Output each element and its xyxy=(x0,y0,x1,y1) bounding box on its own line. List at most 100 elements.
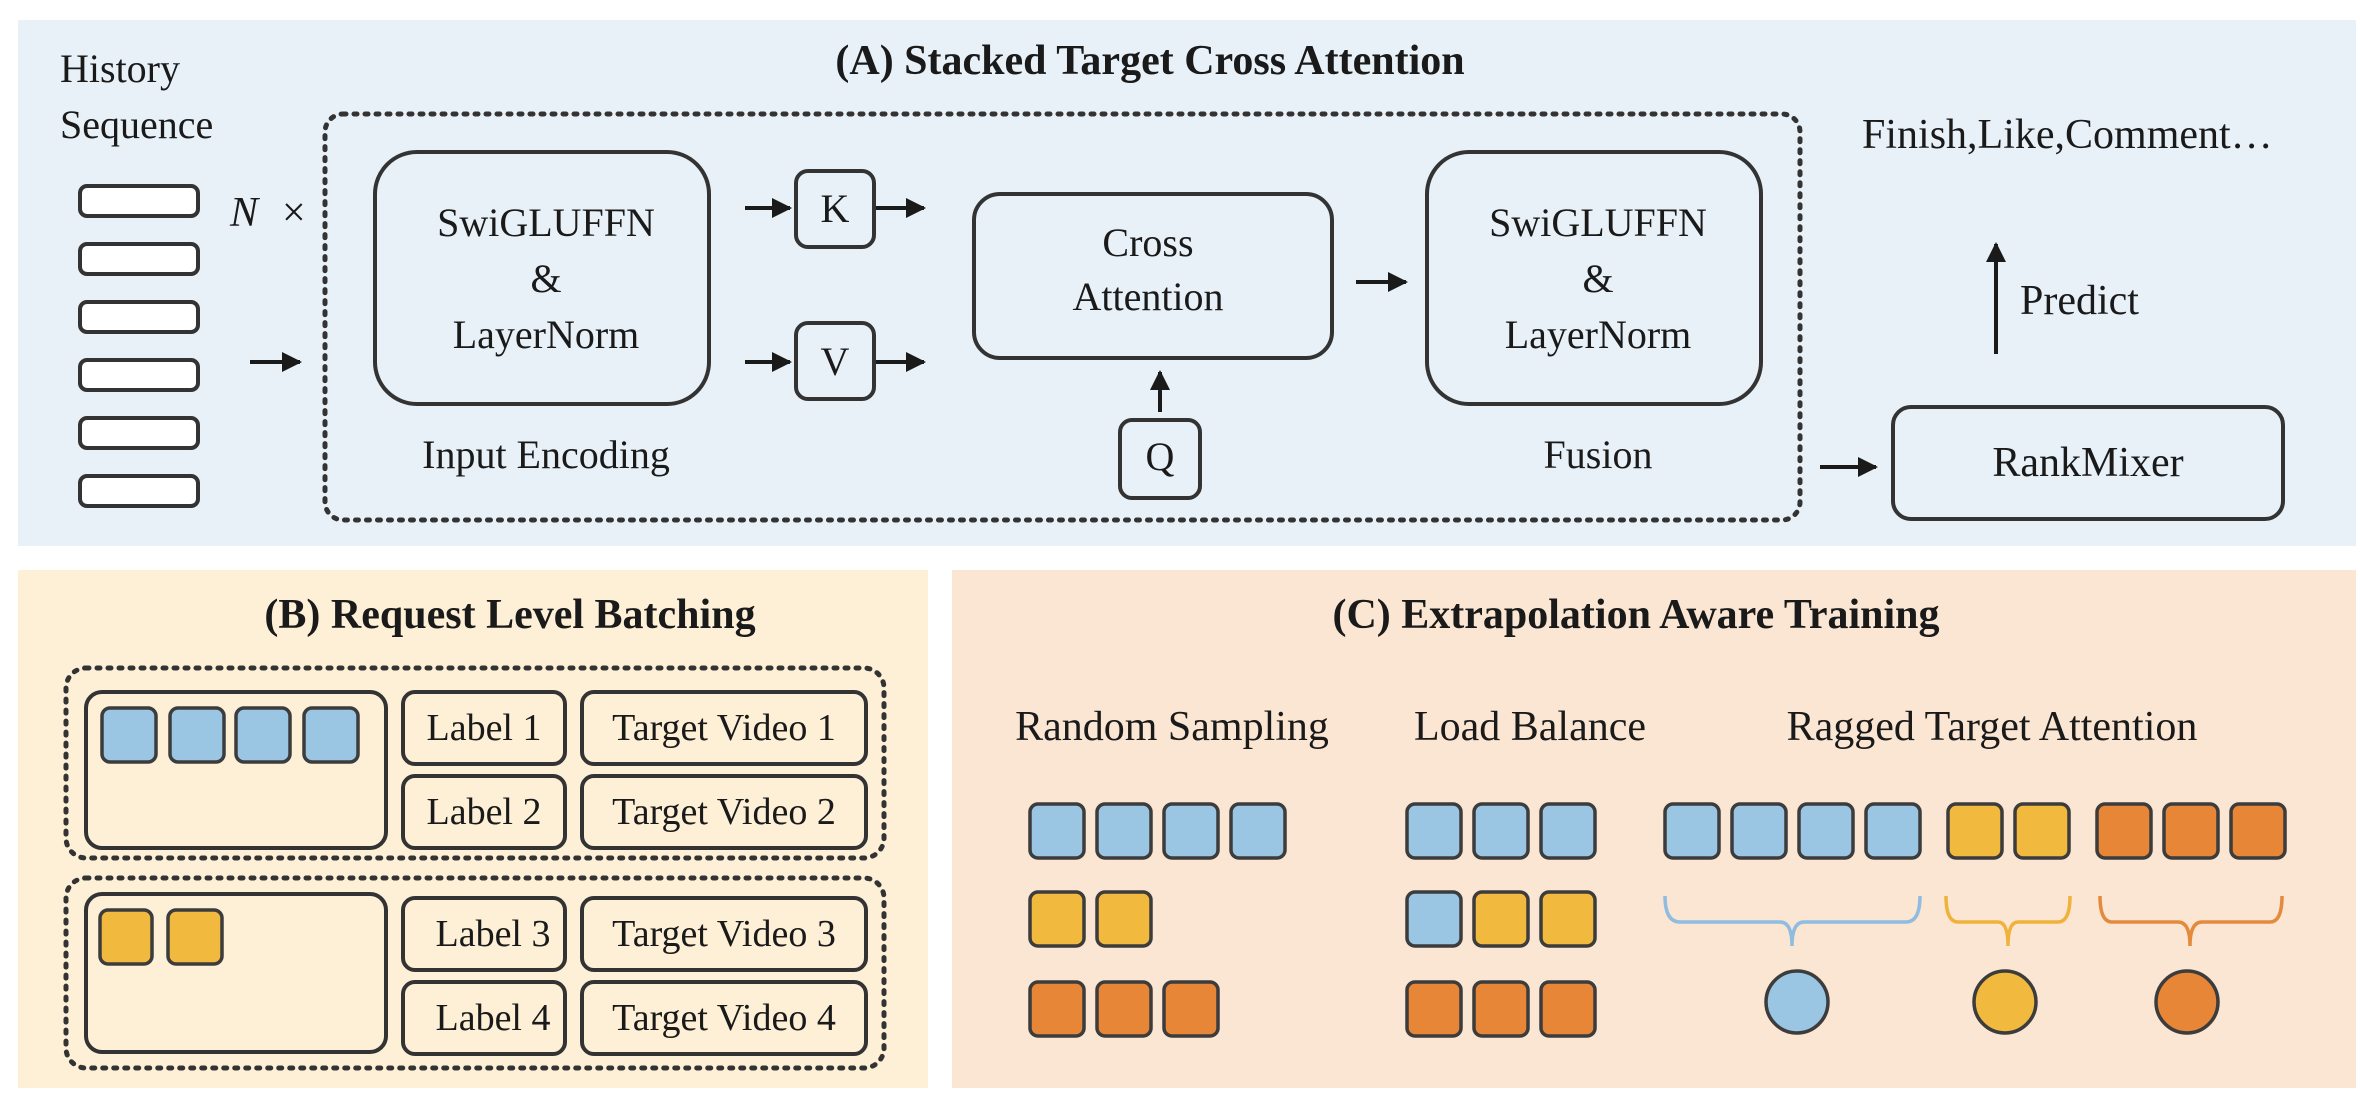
target-video-2-box xyxy=(580,774,868,850)
blue-token xyxy=(1472,802,1530,860)
cross-attention-box xyxy=(972,192,1334,360)
history-item xyxy=(78,184,200,218)
blue-target-node xyxy=(1764,969,1830,1035)
panel-c-title: (C) Extrapolation Aware Training xyxy=(1332,592,1939,638)
ragged-attention-label: Ragged Target Attention xyxy=(1787,704,2198,750)
label-4: Label 4 xyxy=(435,997,550,1039)
orange-token xyxy=(1539,980,1597,1038)
yellow-target-node xyxy=(1972,969,2038,1035)
panel-b-background xyxy=(18,570,928,1088)
orange-token xyxy=(2162,802,2220,860)
ragged-attention-batch xyxy=(1663,802,2287,1035)
repeat-times: × xyxy=(282,190,306,236)
input-encoding-box xyxy=(373,150,711,406)
query-box xyxy=(1118,418,1202,500)
yellow-token xyxy=(2013,802,2071,860)
request-2-sequence-box xyxy=(84,892,388,1054)
orange-token xyxy=(1162,980,1220,1038)
blue-brace xyxy=(1663,895,1922,947)
orange-token xyxy=(2095,802,2153,860)
blue-token xyxy=(1730,802,1788,860)
yellow-token xyxy=(166,908,224,966)
request-group-1 xyxy=(63,665,887,861)
orange-token xyxy=(2229,802,2287,860)
blue-token xyxy=(1405,802,1463,860)
history-item xyxy=(78,416,200,450)
panel-a-title: (A) Stacked Target Cross Attention xyxy=(835,38,1464,84)
yellow-token xyxy=(1095,890,1153,948)
load-balance-batch xyxy=(1405,802,1597,1038)
load-balance-label: Load Balance xyxy=(1414,704,1646,750)
panel-a: (A) Stacked Target Cross Attention Histo… xyxy=(18,20,2356,546)
cross-attention-line1: Cross xyxy=(1102,220,1193,265)
blue-token xyxy=(1095,802,1153,860)
input-encoding-caption: Input Encoding xyxy=(422,432,670,477)
target-video-1-box xyxy=(580,690,868,766)
fusion-line3: LayerNorm xyxy=(1505,312,1692,357)
random-sampling-batch xyxy=(1028,802,1287,1038)
rankmixer-label: RankMixer xyxy=(1992,440,2183,486)
history-item xyxy=(78,358,200,392)
key-label: K xyxy=(821,186,850,231)
blue-token xyxy=(1028,802,1086,860)
random-sampling-label: Random Sampling xyxy=(1015,704,1329,750)
target-video-3: Target Video 3 xyxy=(612,913,836,955)
label-4-box xyxy=(401,980,567,1056)
label-1: Label 1 xyxy=(426,707,541,749)
target-video-4: Target Video 4 xyxy=(612,997,836,1039)
fusion-line1: SwiGLUFFN xyxy=(1489,200,1707,245)
panel-c: (C) Extrapolation Aware Training Random … xyxy=(952,570,2356,1088)
key-box xyxy=(794,169,876,249)
orange-token xyxy=(1028,980,1086,1038)
label-2-box xyxy=(401,774,567,850)
history-sequence xyxy=(78,184,200,508)
panel-a-background xyxy=(18,20,2356,546)
blue-token xyxy=(1539,802,1597,860)
panel-b: (B) Request Level Batching Label 1 Targe… xyxy=(18,570,928,1088)
value-label: V xyxy=(821,339,850,384)
history-item xyxy=(78,300,200,334)
blue-token xyxy=(1405,890,1463,948)
blue-token xyxy=(100,706,158,764)
target-video-3-box xyxy=(580,896,868,972)
history-item xyxy=(78,474,200,508)
stacked-block-boundary xyxy=(322,111,1803,523)
history-label-line2: Sequence xyxy=(60,102,213,147)
orange-brace xyxy=(2098,895,2284,947)
input-encoding-line3: LayerNorm xyxy=(453,312,640,357)
target-video-1: Target Video 1 xyxy=(612,707,836,749)
orange-token xyxy=(1472,980,1530,1038)
request-1-sequence-box xyxy=(84,690,388,850)
value-box xyxy=(794,321,876,401)
predict-label: Predict xyxy=(2020,278,2139,324)
blue-token xyxy=(1663,802,1721,860)
yellow-brace xyxy=(1944,895,2072,947)
blue-token xyxy=(234,706,292,764)
yellow-token xyxy=(1946,802,2004,860)
blue-token xyxy=(302,706,360,764)
yellow-token xyxy=(98,908,154,966)
label-3: Label 3 xyxy=(435,913,550,955)
target-video-2: Target Video 2 xyxy=(612,791,836,833)
rankmixer-box xyxy=(1891,405,2285,521)
fusion-line2: & xyxy=(1582,256,1613,301)
query-label: Q xyxy=(1146,434,1175,479)
orange-token xyxy=(1095,980,1153,1038)
repeat-n: N xyxy=(229,190,260,236)
history-label-line1: History xyxy=(60,46,180,91)
history-item xyxy=(78,242,200,276)
blue-token xyxy=(168,706,226,764)
fusion-box xyxy=(1425,150,1763,406)
yellow-token xyxy=(1472,890,1530,948)
orange-target-node xyxy=(2154,969,2220,1035)
blue-token xyxy=(1229,802,1287,860)
output-tasks: Finish,Like,Comment… xyxy=(1862,112,2273,158)
yellow-token xyxy=(1539,890,1597,948)
label-2: Label 2 xyxy=(426,791,541,833)
target-video-4-box xyxy=(580,980,868,1056)
cross-attention-line2: Attention xyxy=(1072,274,1223,319)
request-group-2 xyxy=(63,875,887,1071)
label-1-box xyxy=(401,690,567,766)
fusion-caption: Fusion xyxy=(1544,432,1653,477)
